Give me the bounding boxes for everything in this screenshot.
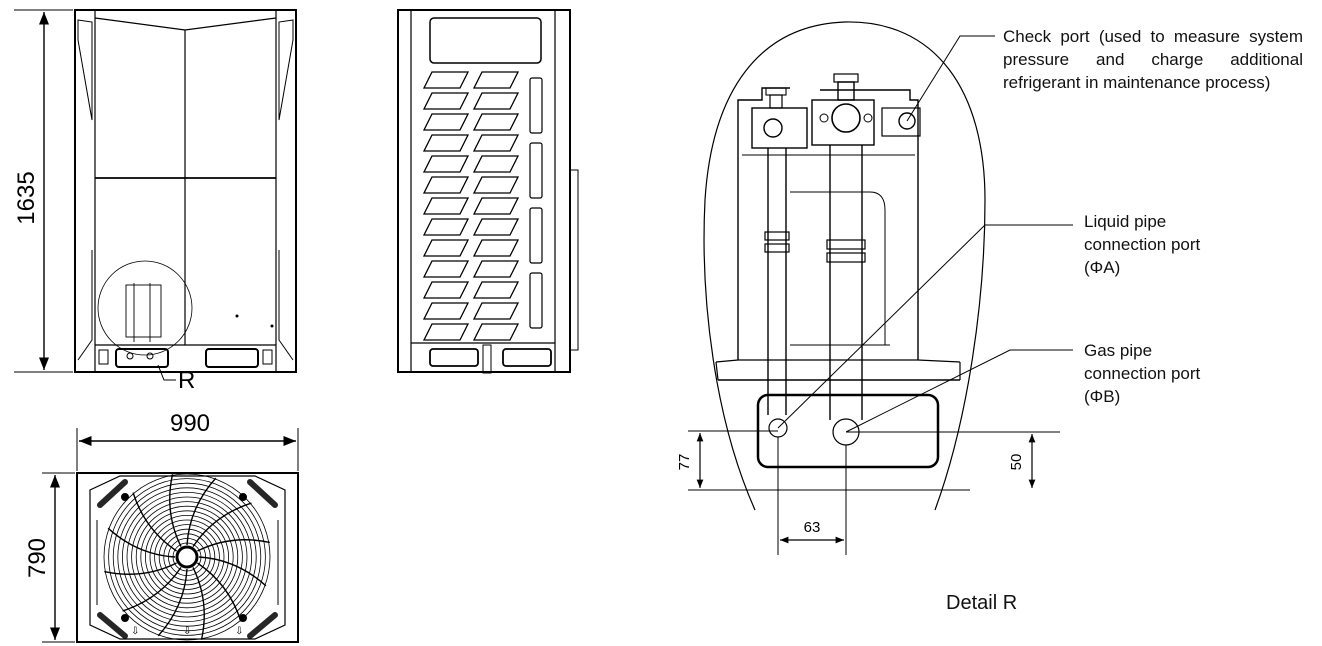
width-dimension-label: 990: [170, 410, 210, 437]
detail-r-view: 77 50 63: [676, 21, 1073, 555]
gas-height-label: 50: [1008, 454, 1025, 471]
top-view: ⇩ ⇩ ⇩ 990 790: [24, 410, 299, 643]
front-view: R 1635: [13, 9, 297, 394]
svg-text:⇩: ⇩: [131, 626, 139, 637]
gas-port-note: Gas pipe connection port (ΦB): [1084, 341, 1201, 406]
height-dimension-label: 1635: [13, 171, 40, 224]
liquid-port-note: Liquid pipe connection port (ΦA): [1084, 212, 1201, 277]
depth-dimension-label: 790: [24, 538, 51, 578]
port-spacing-label: 63: [804, 519, 821, 536]
svg-text:⇩: ⇩: [183, 626, 191, 637]
check-port-note: Check port (used to measure system press…: [1003, 27, 1303, 92]
detail-marker-label: R: [178, 367, 195, 394]
svg-text:⇩: ⇩: [235, 626, 243, 637]
liquid-height-label: 77: [676, 454, 693, 471]
side-view: [397, 9, 579, 374]
fan-grille: [103, 473, 271, 641]
detail-caption: Detail R: [946, 592, 1018, 614]
louver-grid: [422, 71, 520, 341]
